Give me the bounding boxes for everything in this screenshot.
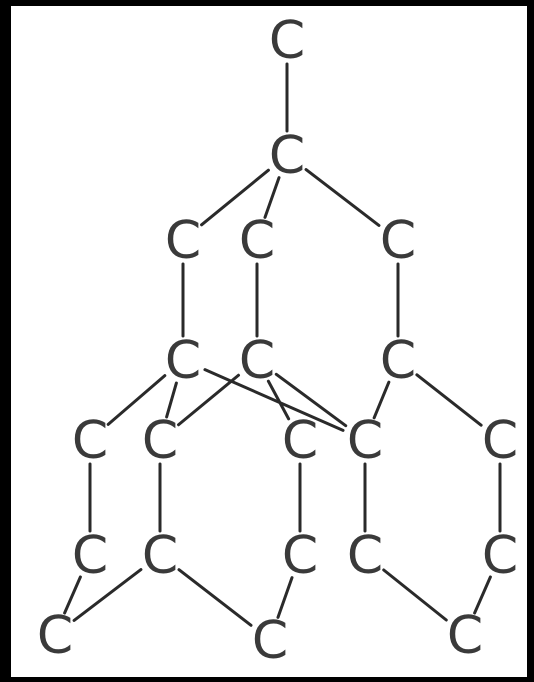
bond-line bbox=[274, 372, 348, 428]
carbon-atom-label: C bbox=[142, 411, 178, 471]
carbon-atom-label: C bbox=[380, 331, 416, 391]
bond-line bbox=[177, 373, 240, 427]
carbon-atom-label: C bbox=[380, 211, 416, 271]
bond-line bbox=[177, 568, 253, 627]
carbon-atom-label: C bbox=[482, 526, 518, 586]
bond-line bbox=[200, 168, 270, 227]
bond-line bbox=[106, 374, 167, 426]
bond-line bbox=[304, 168, 381, 227]
carbon-atom-label: C bbox=[239, 211, 275, 271]
bond-line bbox=[72, 568, 143, 622]
bond-line bbox=[415, 373, 483, 427]
bond-line bbox=[473, 575, 492, 615]
bond-line bbox=[382, 568, 448, 622]
carbon-atom-label: C bbox=[347, 411, 383, 471]
bond-line bbox=[165, 381, 178, 419]
bond-line bbox=[276, 576, 294, 619]
bond-line bbox=[203, 368, 345, 432]
carbon-atom-label: C bbox=[447, 606, 483, 666]
carbon-atom-label: C bbox=[165, 211, 201, 271]
carbon-atom-label: C bbox=[282, 411, 318, 471]
carbon-atom-label: C bbox=[269, 11, 305, 71]
bond-line bbox=[372, 380, 391, 420]
carbon-atom-label: C bbox=[239, 331, 275, 391]
carbon-atom-label: C bbox=[37, 606, 73, 666]
diagram-canvas bbox=[11, 6, 527, 677]
carbon-atom-label: C bbox=[482, 411, 518, 471]
carbon-atom-label: C bbox=[252, 611, 288, 671]
bond-line bbox=[63, 575, 82, 615]
carbon-atom-label: C bbox=[72, 411, 108, 471]
carbon-atom-label: C bbox=[282, 526, 318, 586]
carbon-atom-label: C bbox=[72, 526, 108, 586]
bond-line bbox=[263, 176, 281, 219]
carbon-atom-label: C bbox=[165, 331, 201, 391]
carbon-atom-label: C bbox=[347, 526, 383, 586]
bond-layer bbox=[63, 62, 502, 627]
carbon-atom-label: C bbox=[269, 126, 305, 186]
bond-line bbox=[266, 379, 291, 421]
carbon-atom-label: C bbox=[142, 526, 178, 586]
